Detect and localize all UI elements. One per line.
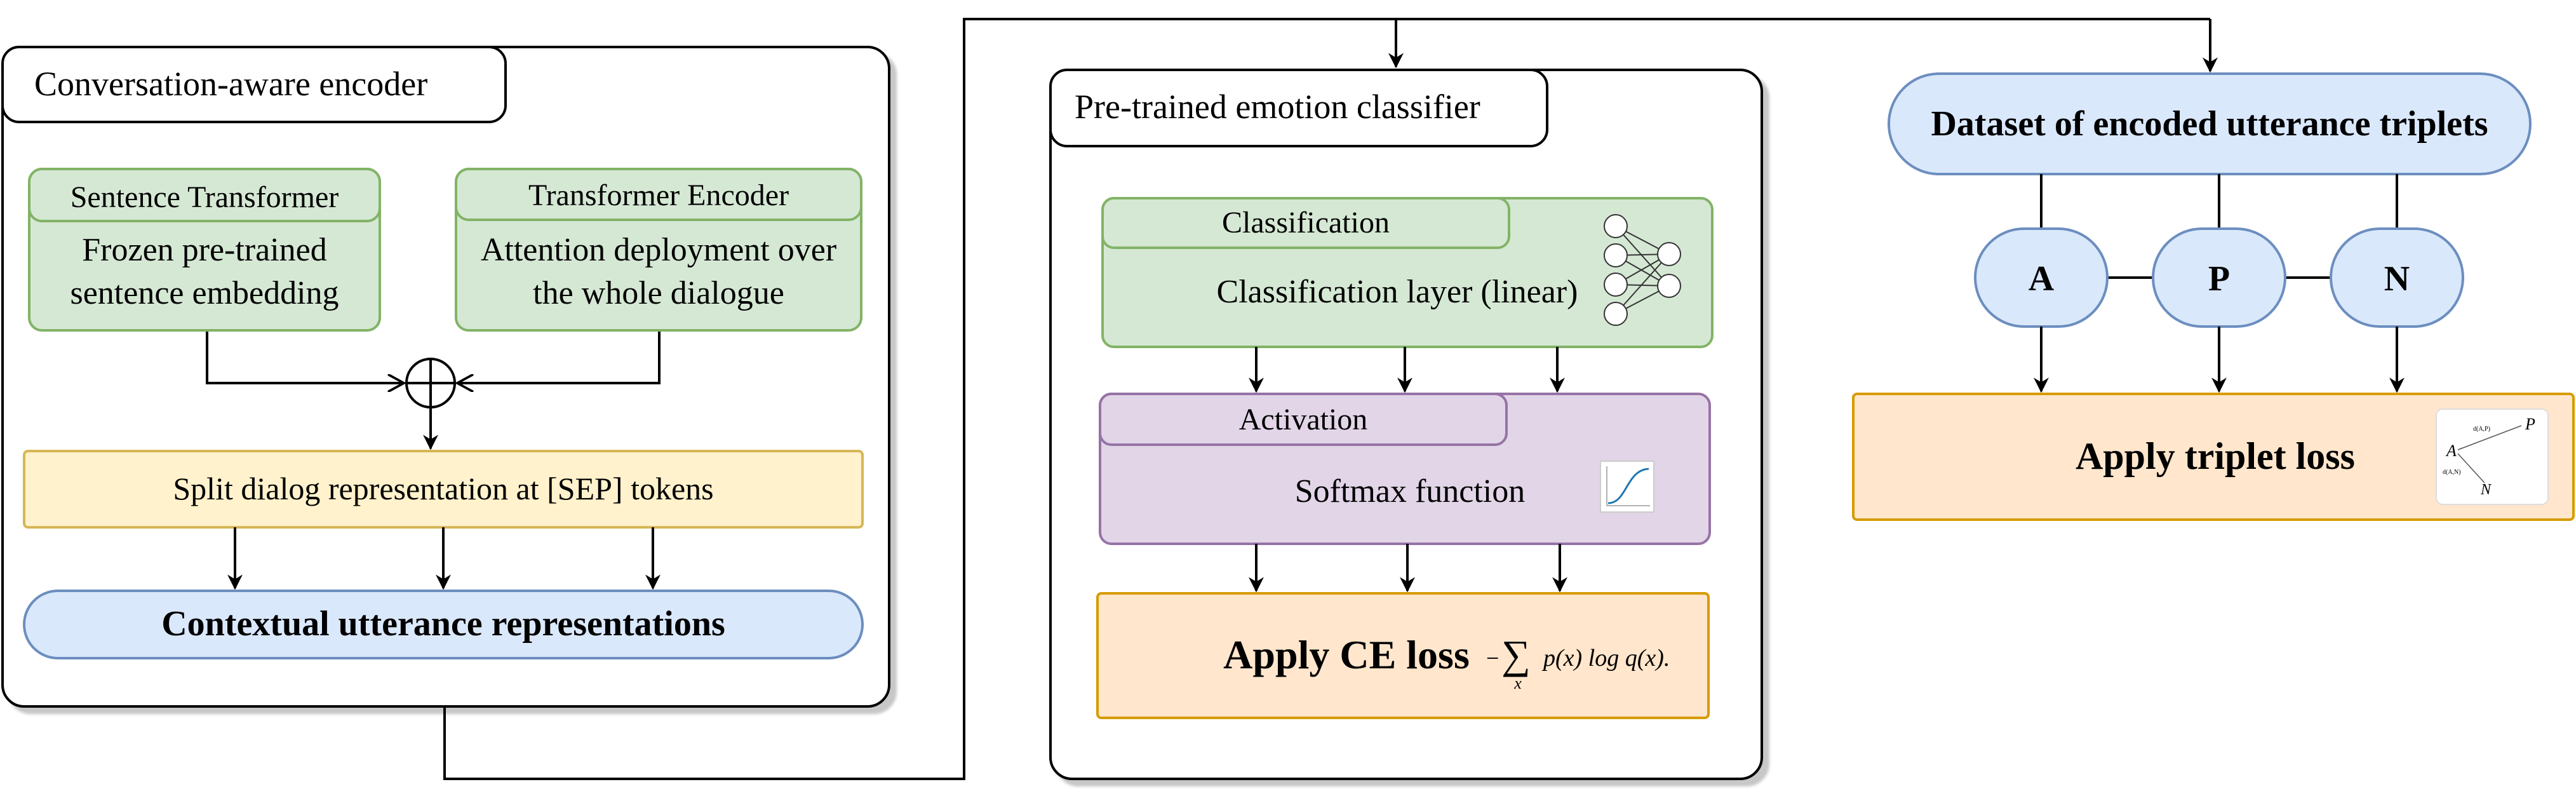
node-positive: P: [2152, 227, 2286, 328]
activation-header: Activation: [1239, 403, 1368, 436]
ce-loss-formula: − ∑ x p(x) log q(x).: [1486, 632, 1670, 692]
transformer-encoder-header: Transformer Encoder: [528, 179, 789, 212]
split-label: Split dialog representation at [SEP] tok…: [173, 471, 713, 506]
formula-sum-sign: ∑: [1501, 632, 1531, 677]
sentence-transformer-line2: sentence embedding: [70, 275, 339, 311]
encoder-panel: Conversation-aware encoder Sentence Tran…: [1, 46, 890, 708]
ce-loss-label: Apply CE loss: [1223, 632, 1470, 677]
node-p-label: P: [2208, 259, 2230, 299]
transformer-encoder-line1: Attention deployment over: [481, 232, 836, 268]
sigmoid-icon: [1600, 461, 1654, 513]
panel-connector: [443, 18, 2210, 780]
classification-box: Classification Classification layer (lin…: [1101, 197, 1714, 348]
nodes-to-loss-arrows: [2034, 327, 2405, 393]
thumb-d1: d(A,P): [2473, 426, 2490, 433]
classification-arrows: [1249, 347, 1565, 393]
node-anchor: A: [1974, 227, 2109, 328]
node-a-label: A: [2029, 259, 2055, 299]
thumb-d2: d(A,N): [2443, 469, 2461, 476]
dataset-to-nodes: [2040, 174, 2398, 279]
neural-network-icon: [1604, 214, 1681, 326]
contextual-box: [23, 590, 864, 659]
activation-arrows: [1249, 544, 1567, 593]
triplet-diagram-icon: P A N d(A,P) d(A,N): [2436, 408, 2549, 505]
node-negative: N: [2330, 227, 2464, 328]
sentence-transformer-box: Sentence Transformer Frozen pre-trained …: [28, 168, 381, 332]
split-arrows: [227, 527, 661, 590]
classifier-title-tab: [1049, 69, 1548, 147]
ce-loss-box: [1096, 592, 1710, 719]
classifier-panel: Pre-trained emotion classifier Classific…: [1049, 69, 1763, 780]
triplet-loss-label: Apply triplet loss: [2076, 435, 2355, 477]
formula-body: p(x) log q(x).: [1541, 645, 1670, 671]
thumb-a: A: [2445, 442, 2457, 460]
sentence-transformer-header: Sentence Transformer: [70, 180, 339, 214]
formula-subscript: x: [1513, 674, 1522, 692]
classifier-title: Pre-trained emotion classifier: [1075, 88, 1480, 126]
sum-icon: [405, 358, 456, 408]
dataset-label: Dataset of encoded utterance triplets: [1931, 104, 2488, 144]
contextual-label: Contextual utterance representations: [161, 604, 725, 644]
thumb-p: P: [2525, 415, 2535, 433]
formula-minus: −: [1486, 645, 1499, 671]
triplet-section: Dataset of encoded utterance triplets A …: [1852, 72, 2575, 521]
node-n-label: N: [2384, 259, 2410, 299]
classification-header: Classification: [1222, 206, 1390, 240]
triplet-loss-box: [1852, 393, 2575, 521]
classification-body: Classification layer (linear): [1217, 274, 1578, 310]
dataset-box: [1888, 72, 2532, 175]
transformer-encoder-line2: the whole dialogue: [533, 275, 784, 311]
thumb-n: N: [2480, 482, 2492, 498]
activation-box: Activation Softmax function: [1099, 393, 1711, 545]
sum-connectors: [206, 332, 661, 383]
transformer-encoder-box: Transformer Encoder Attention deployment…: [455, 168, 862, 332]
sentence-transformer-line1: Frozen pre-trained: [82, 232, 326, 268]
encoder-title-tab: [1, 46, 507, 123]
activation-body: Softmax function: [1295, 473, 1526, 509]
encoder-title: Conversation-aware encoder: [34, 65, 427, 103]
